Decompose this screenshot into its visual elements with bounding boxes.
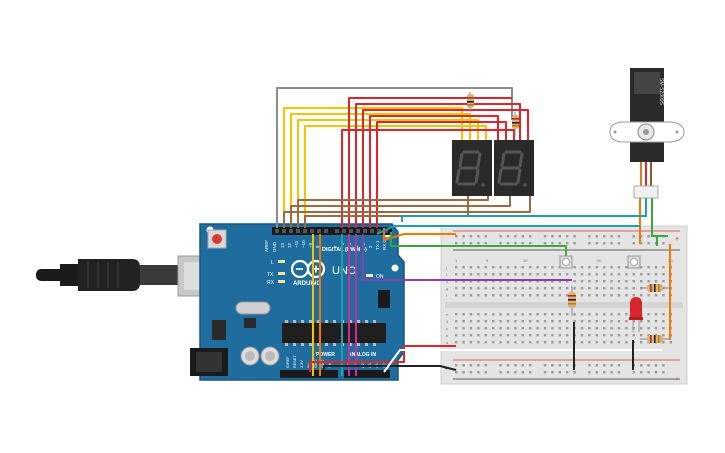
breadboard-resistor-2	[640, 284, 670, 292]
wire-red-3	[362, 109, 529, 228]
pin-label-reset: RESET	[293, 355, 297, 368]
on-label: ON	[376, 274, 384, 280]
wire-green-servo	[651, 198, 668, 237]
model-label: UNO	[332, 265, 357, 277]
row-letter-e: e	[446, 312, 449, 317]
wire-brown-4	[304, 196, 469, 228]
pin-label-tx: TX 1	[375, 240, 380, 250]
wire-teal-1	[376, 225, 640, 235]
pushbutton-2[interactable]	[627, 255, 641, 269]
usb-cable	[36, 255, 225, 297]
display-wires	[276, 87, 531, 228]
pin-label-gnd: GND	[272, 241, 277, 252]
wire-orange-1	[383, 228, 456, 241]
rail-plus-top: +	[675, 236, 679, 243]
servo-part-label: SM-S2309S	[658, 78, 664, 106]
display-resistor-2	[512, 112, 519, 136]
breadboard-resistor-1	[568, 286, 576, 316]
pin-label-12: 12	[287, 242, 292, 248]
pin-label-gnd-1: GND	[314, 359, 318, 368]
pin-label-10: ~10	[301, 240, 306, 248]
pin-label-9: ~9	[308, 242, 313, 248]
wire-brown-2	[290, 196, 511, 228]
wire-brown-3	[297, 196, 489, 228]
pin-label-7: 7	[333, 245, 338, 248]
wire-yellow-1	[283, 107, 463, 228]
pin-label-13: 13	[280, 242, 285, 248]
row-letter-g: g	[446, 286, 448, 291]
rail-minus-bottom: -	[445, 366, 448, 373]
wire-red-2	[355, 103, 521, 228]
analog-header[interactable]	[344, 370, 390, 378]
led-label-tx: TX	[267, 272, 274, 278]
atmega-chip	[282, 323, 386, 343]
servo-motor: SM-S2309S	[609, 68, 685, 199]
arduino-uno-board[interactable]: AREF GND 13 12 ~11 ~10 ~9 8 7 ~6 ~5 4 ~3…	[190, 223, 405, 381]
pin-label-aref: AREF	[264, 240, 269, 252]
led-label-rx: RX	[267, 280, 275, 286]
pin-label-8: 8	[315, 245, 320, 248]
red-led	[629, 297, 643, 332]
wire-black-gnd	[323, 365, 457, 372]
brand-label: ARDUINO	[293, 281, 321, 287]
pin-label-2: 2	[368, 245, 373, 248]
row-letter-f: f	[446, 293, 448, 298]
seven-segment-display-right	[494, 140, 534, 196]
row-letter-h: h	[446, 279, 448, 284]
wire-yellow-4	[304, 125, 487, 228]
servo-wires	[401, 198, 668, 244]
row-letter-c: c	[446, 326, 448, 331]
row-letter-i: i	[446, 272, 447, 277]
breadboard-resistor-3	[640, 335, 670, 343]
row-letter-a: a	[446, 340, 449, 345]
pin-label-gnd-2: GND	[321, 359, 325, 368]
pin-label-11: ~11	[294, 240, 299, 248]
pushbutton-1[interactable]	[559, 255, 573, 269]
breadboard[interactable]: + - + - 1 5 10 15 20 25 30 j i h g f e d…	[440, 225, 688, 385]
col-number-20: 20	[597, 258, 602, 263]
analog-label: ANALOG IN	[348, 352, 376, 358]
rail-plus-bottom: +	[675, 376, 679, 383]
pin-label-ioref: IOREF	[286, 356, 290, 368]
crystal-oscillator	[235, 301, 271, 315]
breadboard-holes	[455, 235, 672, 374]
arduino-logo-icon	[290, 259, 326, 279]
seven-segment-display-left	[452, 140, 492, 196]
digital-label: DIGITAL (PWM ~)	[322, 247, 367, 253]
col-number-1: 1	[455, 258, 458, 263]
led-label-l: L	[271, 260, 274, 266]
power-label: POWER	[316, 352, 335, 358]
display-resistor-1	[467, 92, 474, 112]
row-letter-j: j	[445, 265, 447, 270]
wire-teal-servo	[401, 198, 647, 222]
row-letter-b: b	[446, 333, 449, 338]
wire-red-1	[348, 97, 512, 228]
power-header[interactable]	[280, 370, 338, 378]
col-number-5: 5	[486, 258, 489, 263]
wire-purple-1	[362, 234, 572, 281]
digital-header[interactable]	[272, 227, 392, 235]
wire-red-4	[369, 115, 499, 228]
pin-label-rx: RX 0	[382, 239, 387, 250]
pin-label-3v3: 3.3V	[300, 360, 304, 368]
col-number-10: 10	[523, 258, 528, 263]
wire-brown-1	[283, 196, 531, 228]
row-letter-d: d	[446, 319, 448, 324]
wire-red-6	[341, 129, 515, 228]
wire-yellow-2	[290, 113, 471, 228]
wire-red-power	[309, 345, 456, 372]
